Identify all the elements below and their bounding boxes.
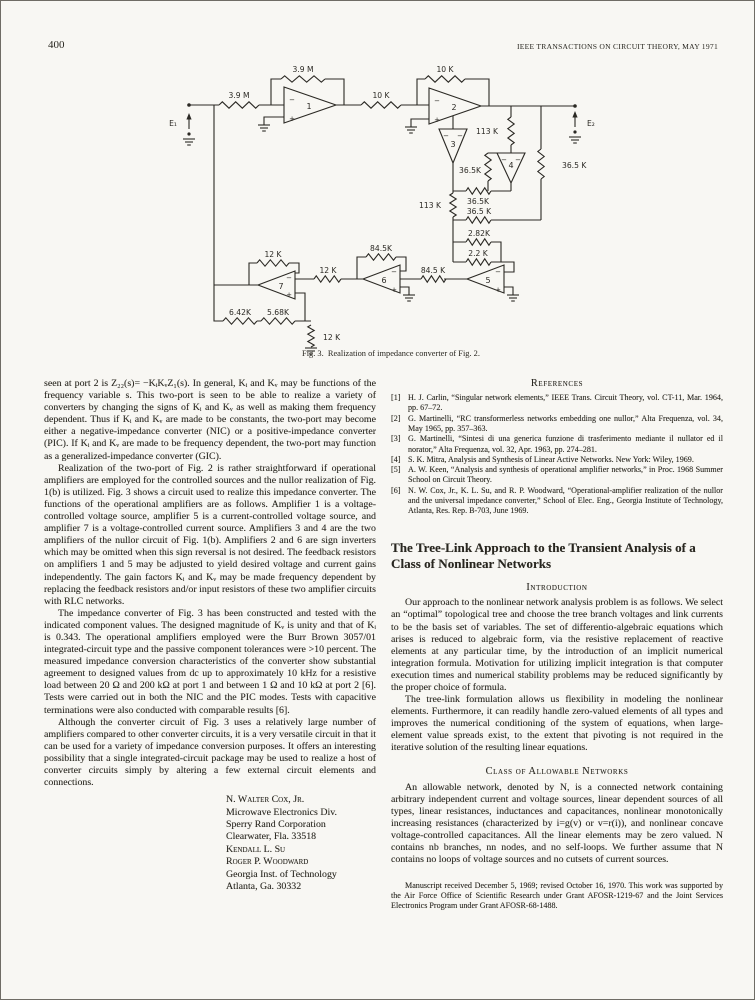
- plus-sign: +: [286, 291, 292, 299]
- minus-sign: −: [515, 156, 521, 164]
- minus-sign: −: [391, 268, 397, 276]
- right-column: References [1] H. J. Carlin, “Singular n…: [391, 378, 723, 911]
- body-paragraph: Although the converter circuit of Fig. 3…: [44, 716, 376, 789]
- resistor-label: 36.5K: [467, 197, 490, 206]
- resistor-label: 6.42K: [229, 308, 252, 317]
- author-affiliation: Atlanta, Ga. 30332: [226, 881, 302, 893]
- plus-sign: +: [434, 116, 440, 124]
- reference-list: [1] H. J. Carlin, “Singular network elem…: [391, 393, 723, 517]
- circuit-resistors: [218, 75, 546, 348]
- reference-item: [6] N. W. Cox, Jr., K. L. Su, and R. P. …: [391, 486, 723, 517]
- reference-text: N. W. Cox, Jr., K. L. Su, and R. P. Wood…: [408, 485, 723, 516]
- resistor-label: 10 K: [436, 65, 454, 74]
- reference-text: G. Martinelli, “Sintesi di una generica …: [408, 434, 723, 454]
- resistor-label: 84.5 K: [421, 266, 446, 275]
- reference-item: [2] G. Martinelli, “RC transformerless n…: [391, 414, 723, 435]
- circuit-wires: [189, 78, 575, 322]
- author-name: N. Walter Cox, Jr.: [226, 794, 305, 806]
- resistor-label: 3.9 M: [292, 65, 313, 74]
- opamp-number: 7: [278, 282, 283, 291]
- resistor-label: 3.9 M: [228, 91, 249, 100]
- minus-sign: −: [495, 268, 501, 276]
- body-paragraph: seen at port 2 is Z₂₂(s)= −KᵢKᵥZ₁(s). In…: [44, 378, 376, 462]
- resistor-label: 84.5K: [370, 244, 393, 253]
- figure-caption: Fig. 3. Realization of impedance convert…: [302, 349, 480, 358]
- left-column: seen at port 2 is Z₂₂(s)= −KᵢKᵥZ₁(s). In…: [44, 378, 376, 893]
- minus-sign: −: [289, 96, 295, 104]
- opamp-number: 6: [381, 276, 386, 285]
- reference-number: [2]: [391, 413, 401, 423]
- reference-text: A. W. Keen, “Analysis and synthesis of o…: [408, 465, 723, 485]
- resistor-label: 5.68K: [267, 308, 290, 317]
- resistor-label: 36.5K: [459, 166, 482, 175]
- resistor-label: 2.82K: [468, 229, 491, 238]
- resistor-label: 36.5 K: [467, 207, 492, 216]
- resistor-label: 12 K: [319, 266, 337, 275]
- component-labels: 3.9 M 3.9 M 10 K 10 K 113 K 36.5K 36.5 K…: [169, 65, 595, 342]
- minus-sign: −: [457, 132, 463, 140]
- opamp-number: 3: [450, 140, 455, 149]
- references-heading: References: [530, 378, 584, 389]
- class-heading: Class of Allowable Networks: [485, 765, 629, 777]
- journal-header: IEEE TRANSACTIONS ON CIRCUIT THEORY, MAY…: [516, 42, 718, 51]
- ground-symbols: [182, 103, 582, 355]
- reference-number: [3]: [391, 434, 401, 444]
- resistor-label: 12 K: [323, 333, 341, 342]
- resistor-label: 113 K: [419, 201, 442, 210]
- opamp-number: 5: [485, 276, 490, 285]
- opamp-number: 4: [508, 161, 513, 170]
- body-paragraph: An allowable network, denoted by N, is a…: [391, 781, 723, 866]
- author-affiliation: Microwave Electronics Div.: [226, 806, 337, 818]
- reference-item: [3] G. Martinelli, “Sintesi di una gener…: [391, 434, 723, 455]
- author-name: Kendall L. Su: [226, 843, 286, 855]
- reference-text: S. K. Mitra, Analysis and Synthesis of L…: [408, 454, 694, 464]
- port1-label: E₁: [169, 119, 177, 128]
- minus-sign: −: [286, 274, 292, 282]
- resistor-label: 12 K: [264, 250, 282, 259]
- reference-number: [5]: [391, 465, 401, 475]
- reference-text: G. Martinelli, “RC transformerless netwo…: [408, 413, 723, 433]
- resistor-label: 113 K: [476, 127, 499, 136]
- author-affiliation: Sperry Rand Corporation: [226, 819, 326, 830]
- body-paragraph: The impedance converter of Fig. 3 has be…: [44, 607, 376, 716]
- minus-sign: −: [443, 132, 449, 140]
- author-name: Roger P. Woodward: [226, 856, 309, 868]
- body-paragraph: Our approach to the nonlinear network an…: [391, 597, 723, 693]
- reference-number: [6]: [391, 485, 401, 495]
- author-affiliation: Georgia Inst. of Technology: [226, 868, 337, 880]
- opamp-number: 1: [306, 102, 311, 111]
- page-number: 400: [48, 39, 65, 51]
- port2-label: E₂: [587, 119, 595, 128]
- opamp-symbols: [256, 86, 526, 300]
- reference-item: [4] S. K. Mitra, Analysis and Synthesis …: [391, 455, 723, 465]
- plus-sign: +: [289, 115, 295, 123]
- circuit-diagram: 3.9 M 3.9 M 10 K 10 K 113 K 36.5K 36.5 K…: [169, 65, 595, 355]
- manuscript-footnote: Manuscript received December 5, 1969; re…: [391, 881, 723, 911]
- resistor-label: 10 K: [372, 91, 390, 100]
- plus-sign: +: [495, 286, 501, 294]
- reference-number: [1]: [391, 393, 401, 403]
- minus-sign: −: [434, 97, 440, 105]
- article-title: The Tree-Link Approach to the Transient …: [391, 539, 696, 572]
- resistor-label: 2.2 K: [468, 249, 488, 258]
- body-paragraph: Realization of the two-port of Fig. 2 is…: [44, 462, 376, 607]
- reference-number: [4]: [391, 454, 401, 464]
- author-block: N. Walter Cox, Jr. Microwave Electronics…: [226, 794, 376, 893]
- introduction-heading: Introduction: [526, 582, 588, 594]
- plus-sign: +: [391, 286, 397, 294]
- resistor-label: 36.5 K: [562, 161, 587, 170]
- author-affiliation: Clearwater, Fla. 33518: [226, 831, 317, 843]
- reference-text: H. J. Carlin, “Singular network elements…: [408, 393, 723, 413]
- minus-sign: −: [501, 156, 507, 164]
- body-paragraph: The tree-link formulation allows us flex…: [391, 694, 723, 754]
- reference-item: [1] H. J. Carlin, “Singular network elem…: [391, 393, 723, 414]
- opamp-labels: 1 2 3 4 5 6 7 − + − + − − − − − + − + − …: [278, 96, 521, 299]
- opamp-number: 2: [451, 103, 456, 112]
- reference-item: [5] A. W. Keen, “Analysis and synthesis …: [391, 465, 723, 486]
